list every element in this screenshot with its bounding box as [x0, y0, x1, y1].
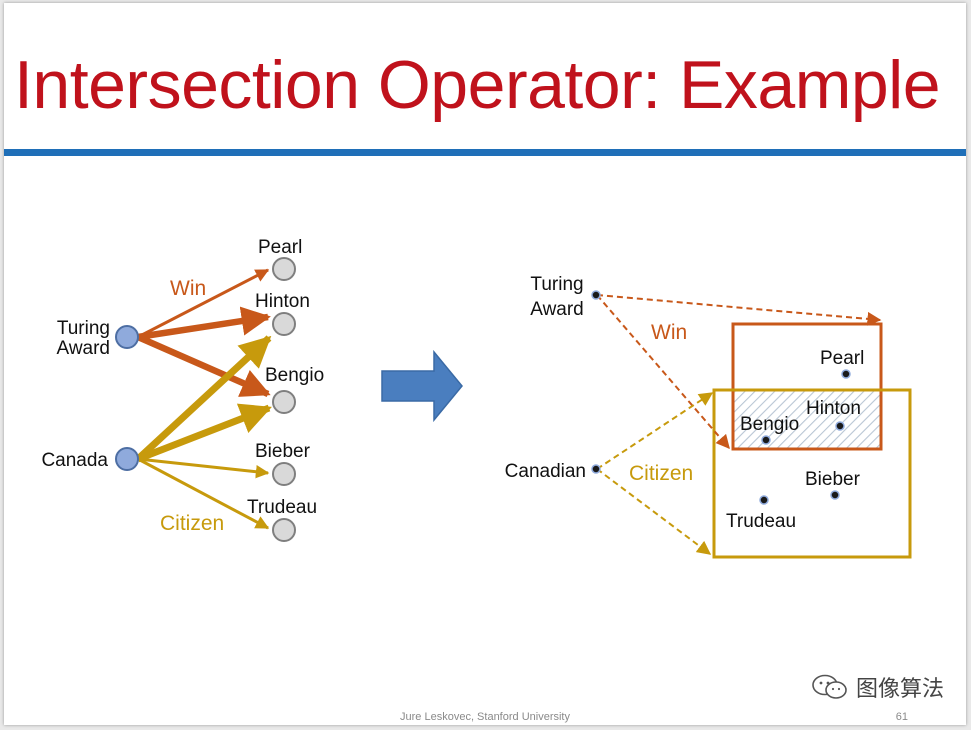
transform-arrow-icon	[381, 349, 463, 423]
left-entity-bieber: Bieber	[255, 441, 311, 462]
node-canada	[115, 447, 139, 471]
page-number: 61	[895, 711, 908, 723]
node-hinton	[272, 312, 296, 336]
left-anchor-turing-line2: Award	[56, 338, 110, 359]
win-box	[731, 322, 883, 451]
edge-citizen-hinton	[135, 335, 272, 462]
right-anchor-turing-line1: Turing	[530, 274, 583, 295]
citizen-box	[712, 388, 912, 559]
node-bengio	[272, 390, 296, 414]
watermark: 图像算法	[810, 671, 944, 703]
node-pearl	[272, 257, 296, 281]
right-point-bengio: Bengio	[740, 414, 799, 435]
point-canadian	[591, 464, 601, 474]
watermark-text: 图像算法	[855, 676, 944, 701]
edge-win-bengio	[136, 334, 271, 397]
left-entity-pearl: Pearl	[258, 237, 302, 258]
point-hinton	[835, 421, 845, 431]
point-turing-award	[591, 290, 601, 300]
edge-win-hinton	[137, 306, 271, 341]
wechat-icon	[812, 674, 847, 699]
left-entity-bengio: Bengio	[265, 365, 324, 386]
win-projection-bottom	[596, 294, 730, 450]
node-bieber	[272, 462, 296, 486]
right-point-bieber: Bieber	[805, 469, 861, 490]
slide: Intersection Operator: Example	[4, 3, 966, 725]
point-trudeau	[759, 495, 769, 505]
point-bieber	[830, 490, 840, 500]
edge-win-pearl	[137, 268, 270, 339]
right-relation-citizen-label: Citizen	[629, 462, 693, 485]
point-bengio	[761, 435, 771, 445]
right-anchor-turing-line2: Award	[530, 299, 584, 320]
right-anchor-canadian: Canadian	[505, 461, 586, 482]
right-point-pearl: Pearl	[820, 348, 864, 369]
left-anchor-canada: Canada	[41, 450, 108, 471]
left-relation-citizen-label: Citizen	[160, 512, 224, 535]
left-entity-trudeau: Trudeau	[247, 497, 317, 518]
footer-credit: Jure Leskovec, Stanford University	[400, 711, 570, 723]
title-rule	[4, 149, 966, 156]
diagram: Win Citizen Turing Award Canada Pearl Hi…	[41, 237, 912, 559]
slide-title: Intersection Operator: Example	[14, 47, 941, 123]
left-anchor-turing-line1: Turing	[57, 318, 110, 339]
win-projection-top	[596, 294, 882, 326]
left-entity-hinton: Hinton	[255, 291, 310, 312]
right-point-trudeau: Trudeau	[726, 511, 796, 532]
intersection-region	[733, 390, 881, 449]
citizen-projection-top	[596, 392, 714, 470]
left-relation-win-label: Win	[170, 277, 206, 300]
node-trudeau	[272, 518, 296, 542]
citizen-projection-bottom	[596, 468, 712, 555]
right-point-hinton: Hinton	[806, 398, 861, 419]
right-embedding: Turing Award Canadian Win Citizen Pearl …	[505, 274, 912, 559]
edge-citizen-trudeau	[137, 457, 270, 530]
node-turing-award	[115, 325, 139, 349]
left-graph: Win Citizen Turing Award Canada Pearl Hi…	[41, 237, 324, 542]
edge-citizen-bieber	[137, 457, 270, 479]
edge-citizen-bengio	[136, 403, 272, 463]
right-relation-win-label: Win	[651, 321, 687, 344]
point-pearl	[841, 369, 851, 379]
